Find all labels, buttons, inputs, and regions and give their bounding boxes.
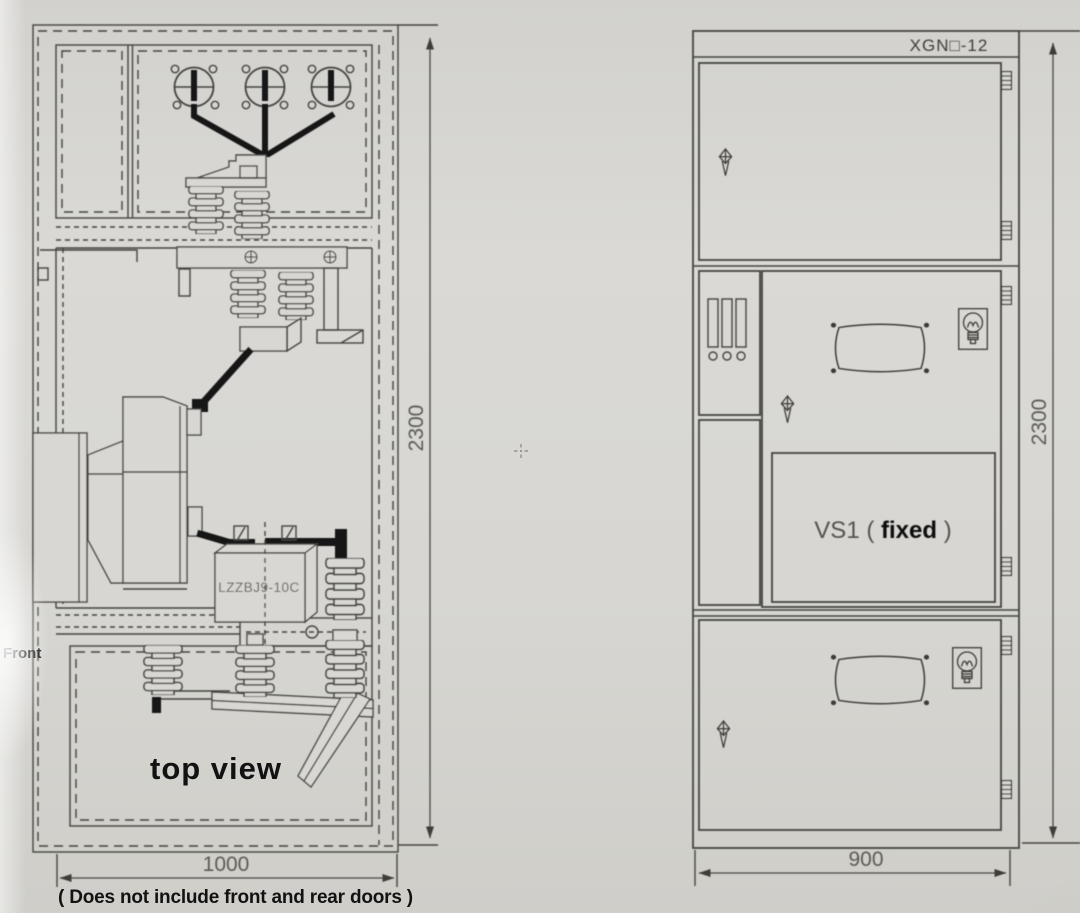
top-view-height-dimension: 2300 xyxy=(398,24,438,846)
screw-icon xyxy=(323,250,337,264)
insulator-icon xyxy=(325,640,365,698)
hinge-icon xyxy=(1001,557,1012,576)
middle-insulators xyxy=(230,267,364,353)
front-view-cabinet-frame xyxy=(692,30,1020,849)
indicator-lamp-icon xyxy=(952,647,982,689)
vs1-breaker-panel: VS1 ( fixed ) xyxy=(771,452,996,603)
bushing-insulator xyxy=(241,64,289,110)
hinge-icon xyxy=(1001,71,1012,90)
inspection-window-icon xyxy=(830,654,930,706)
top-view-caption: top view xyxy=(150,751,282,786)
door-handle-icon xyxy=(718,148,733,177)
width-dimension-label: 900 xyxy=(848,848,883,871)
hinge-icon xyxy=(1001,221,1012,240)
vs1-label-suffix: ) xyxy=(944,517,952,544)
bushing-insulator xyxy=(307,64,355,110)
insulator-icon xyxy=(230,270,266,318)
breaker-conductor xyxy=(192,346,254,412)
vs1-label-prefix: VS1 ( xyxy=(814,517,874,544)
top-view-width-dimension: 1000 xyxy=(56,853,398,887)
busbar-support-bracket xyxy=(185,154,267,188)
indicator-lamp-icon xyxy=(958,308,988,350)
cursor-marker xyxy=(514,444,528,458)
cabinet-model-label: XGN□-12 xyxy=(910,36,989,55)
hinge-icon xyxy=(1001,636,1012,655)
doors-note-label: ( Does not include front and rear doors … xyxy=(58,887,413,908)
insulator-icon xyxy=(143,645,183,695)
busbar-conductors xyxy=(191,104,336,158)
top-door xyxy=(698,62,1012,261)
vs1-label-bold: fixed xyxy=(881,517,937,544)
inspection-window-icon xyxy=(830,322,930,374)
front-view-height-dimension: 2300 xyxy=(1019,30,1080,844)
front-side-label: Front xyxy=(3,645,41,662)
height-dimension-label: 2300 xyxy=(1028,399,1051,446)
insulator-icon xyxy=(188,186,224,234)
insulator-icon xyxy=(235,645,275,697)
busbar-bushings xyxy=(170,64,355,110)
width-dimension-label: 1000 xyxy=(203,853,250,876)
door-handle-icon xyxy=(716,720,731,749)
bushing-insulator xyxy=(170,64,220,110)
front-view-drawing: XGN□-12 xyxy=(692,30,1080,886)
insulator-icon xyxy=(278,272,314,320)
louver-panel xyxy=(698,270,761,606)
screw-icon xyxy=(244,250,258,264)
breaker-mechanism xyxy=(32,396,203,603)
hinge-icon xyxy=(1001,286,1012,305)
bottom-door xyxy=(698,619,1012,831)
ct-model-label: LZZBJ9-10C xyxy=(218,580,300,595)
insulator-icon xyxy=(325,558,365,620)
vs1-breaker-label: VS1 ( fixed ) xyxy=(814,517,951,544)
door-handle-icon xyxy=(780,395,795,424)
middle-door: VS1 ( fixed ) xyxy=(761,270,1012,608)
height-dimension-label: 2300 xyxy=(405,405,428,452)
insulator-icon xyxy=(234,191,270,239)
front-view-width-dimension: 900 xyxy=(694,848,1011,886)
hinge-icon xyxy=(1001,780,1012,799)
